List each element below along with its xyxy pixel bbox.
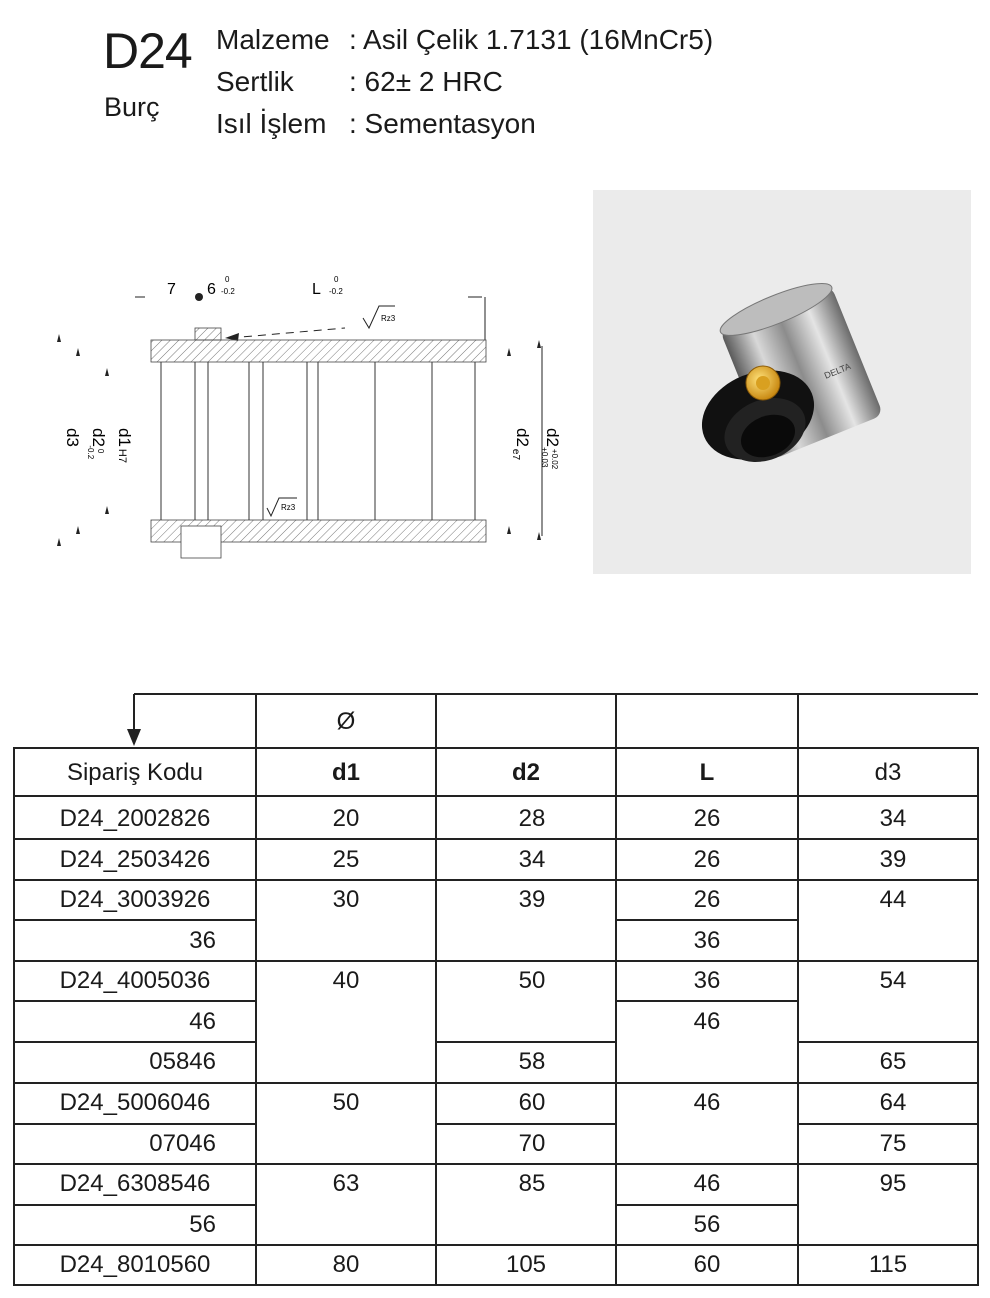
table-cell-d2: 58 bbox=[518, 1048, 546, 1075]
table-cell-L: 26 bbox=[693, 886, 721, 913]
roughness-bore: Rz3 bbox=[281, 503, 296, 512]
table-cell-d3: 39 bbox=[879, 846, 907, 873]
table-cell-L: 36 bbox=[693, 927, 721, 954]
table-cell-L: 56 bbox=[693, 1211, 721, 1238]
table-cell-code: 56 bbox=[189, 1211, 216, 1238]
table-arrow bbox=[127, 694, 141, 746]
table-cell-d1: 50 bbox=[332, 1089, 360, 1116]
label-d1: d1H7 bbox=[115, 428, 134, 463]
header-d3: d3 bbox=[874, 759, 902, 786]
table-cell-d3: 54 bbox=[879, 967, 907, 994]
table-cell-d2: 60 bbox=[518, 1089, 546, 1116]
spec-label: Isıl İşlem bbox=[216, 108, 327, 139]
spec-value: : Asil Çelik 1.7131 (16MnCr5) bbox=[349, 24, 714, 55]
table-cell-L: 26 bbox=[693, 805, 721, 832]
table-cell-code: D24_5006046 bbox=[59, 1089, 211, 1116]
roughness-top: Rz3 bbox=[381, 314, 396, 323]
dim-6-tol-lower: -0.2 bbox=[221, 287, 235, 296]
spec-value: : 62± 2 HRC bbox=[349, 66, 503, 97]
table-cell-d1: 80 bbox=[332, 1251, 360, 1278]
table-cell-d1: 30 bbox=[332, 886, 360, 913]
table-cell-L: 46 bbox=[693, 1170, 721, 1197]
table-cell-d3: 44 bbox=[879, 886, 907, 913]
table-cell-code: 46 bbox=[189, 1008, 216, 1035]
table-cell-L: 46 bbox=[693, 1089, 721, 1116]
table-cell-d2: 70 bbox=[518, 1130, 546, 1157]
table-cell-code: D24_2503426 bbox=[59, 846, 211, 873]
header-L: L bbox=[699, 759, 715, 786]
spec-heat-treatment: Isıl İşlem : Sementasyon bbox=[216, 110, 536, 138]
table-cell-d3: 75 bbox=[879, 1130, 907, 1157]
table-cell-code: 05846 bbox=[149, 1048, 216, 1075]
table-cell-code: 36 bbox=[189, 927, 216, 954]
table-cell-d3: 64 bbox=[879, 1089, 907, 1116]
label-d2-left: d20-0.2 bbox=[86, 428, 108, 460]
label-d3: d3 bbox=[63, 428, 82, 447]
label-d2-mid: d2e7 bbox=[510, 428, 532, 460]
table-cell-d2: 28 bbox=[518, 805, 546, 832]
spec-hardness: Sertlik : 62± 2 HRC bbox=[216, 68, 503, 96]
table-cell-d3: 115 bbox=[868, 1251, 908, 1278]
table-cell-d3: 65 bbox=[879, 1048, 907, 1075]
table-cell-d1: 25 bbox=[332, 846, 360, 873]
product-code: D24 bbox=[103, 23, 193, 79]
header-d1: d1 bbox=[331, 759, 360, 786]
table-cell-d1: 40 bbox=[332, 967, 360, 994]
spec-label: Sertlik bbox=[216, 66, 294, 97]
table-cell-d2: 105 bbox=[505, 1251, 547, 1278]
table-cell-d3: 95 bbox=[879, 1170, 907, 1197]
table-cell-d1: 63 bbox=[332, 1170, 360, 1197]
table-cell-d2: 50 bbox=[518, 967, 546, 994]
diameter-symbol: Ø bbox=[336, 708, 356, 735]
table-cell-d2: 85 bbox=[518, 1170, 546, 1197]
table-cell-L: 26 bbox=[693, 846, 721, 873]
table-cell-code: 07046 bbox=[149, 1130, 216, 1157]
dim-6: 6 bbox=[207, 281, 216, 298]
spec-value: : Sementasyon bbox=[349, 108, 536, 139]
dim-6-tol-upper: 0 bbox=[225, 275, 230, 284]
table-cell-L: 36 bbox=[693, 967, 721, 994]
table-cell-d1: 20 bbox=[332, 805, 360, 832]
table-cell-d2: 39 bbox=[518, 886, 546, 913]
spec-label: Malzeme bbox=[216, 24, 330, 55]
technical-drawing: 7 6 0 -0.2 L 0 -0.2 Rz3 Rz3 bbox=[57, 275, 562, 559]
header-d2: d2 bbox=[511, 759, 540, 786]
table-cell-d2: 34 bbox=[518, 846, 546, 873]
table-cell-code: D24_2002826 bbox=[59, 805, 211, 832]
spec-material: Malzeme : Asil Çelik 1.7131 (16MnCr5) bbox=[216, 26, 713, 54]
table-cell-L: 60 bbox=[693, 1251, 721, 1278]
dim-L-tol-upper: 0 bbox=[334, 275, 339, 284]
table-cell-code: D24_8010560 bbox=[59, 1251, 211, 1278]
product-type: Burç bbox=[104, 92, 160, 122]
label-d2-right: d2+0.02+0.03 bbox=[540, 428, 562, 470]
header-siparis-kodu: Sipariş Kodu bbox=[66, 759, 204, 786]
dim-L: L bbox=[312, 281, 321, 298]
dim-L-tol-lower: -0.2 bbox=[329, 287, 343, 296]
dim-7: 7 bbox=[167, 281, 176, 298]
table-cell-code: D24_6308546 bbox=[59, 1170, 211, 1197]
product-photo: DELTA bbox=[593, 190, 971, 574]
table-cell-code: D24_3003926 bbox=[59, 886, 211, 913]
table-cell-d3: 34 bbox=[879, 805, 907, 832]
table-cell-code: D24_4005036 bbox=[59, 967, 211, 994]
table-cell-L: 46 bbox=[693, 1008, 721, 1035]
